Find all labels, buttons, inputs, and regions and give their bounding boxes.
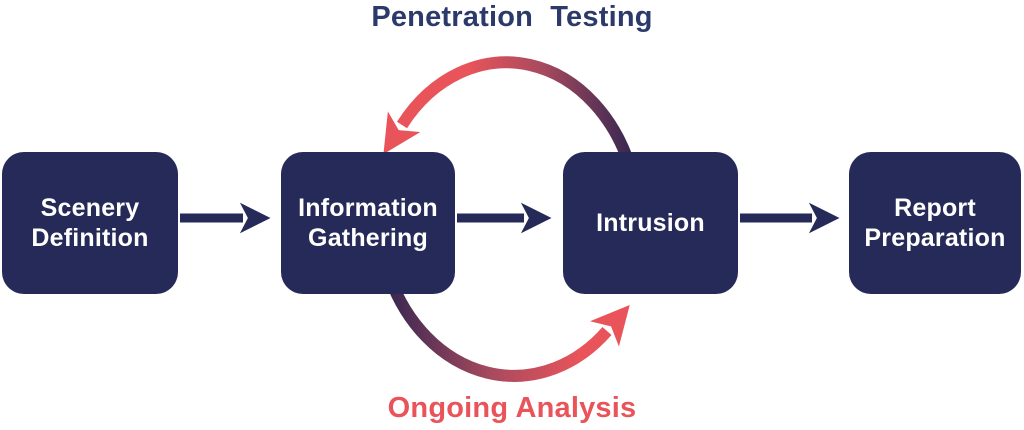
loop-arc-top (383, 56, 639, 179)
step-label-intrusion: Intrusion (596, 209, 705, 237)
loop-arc-bottom (384, 275, 630, 382)
loop-title: Penetration Testing (371, 1, 653, 33)
step-box-information-gathering: Information Gathering (281, 152, 455, 294)
step-box-scenery-definition: Scenery Definition (2, 152, 178, 294)
loop-bottom-label: Ongoing Analysis (387, 392, 637, 424)
step-label-scenery-definition: Scenery Definition (31, 194, 149, 252)
step-label-report-preparation: Report Preparation (864, 194, 1006, 252)
step-box-intrusion: Intrusion (563, 152, 738, 294)
step-label-information-gathering: Information Gathering (298, 194, 438, 252)
step-box-report-preparation: Report Preparation (849, 152, 1021, 294)
